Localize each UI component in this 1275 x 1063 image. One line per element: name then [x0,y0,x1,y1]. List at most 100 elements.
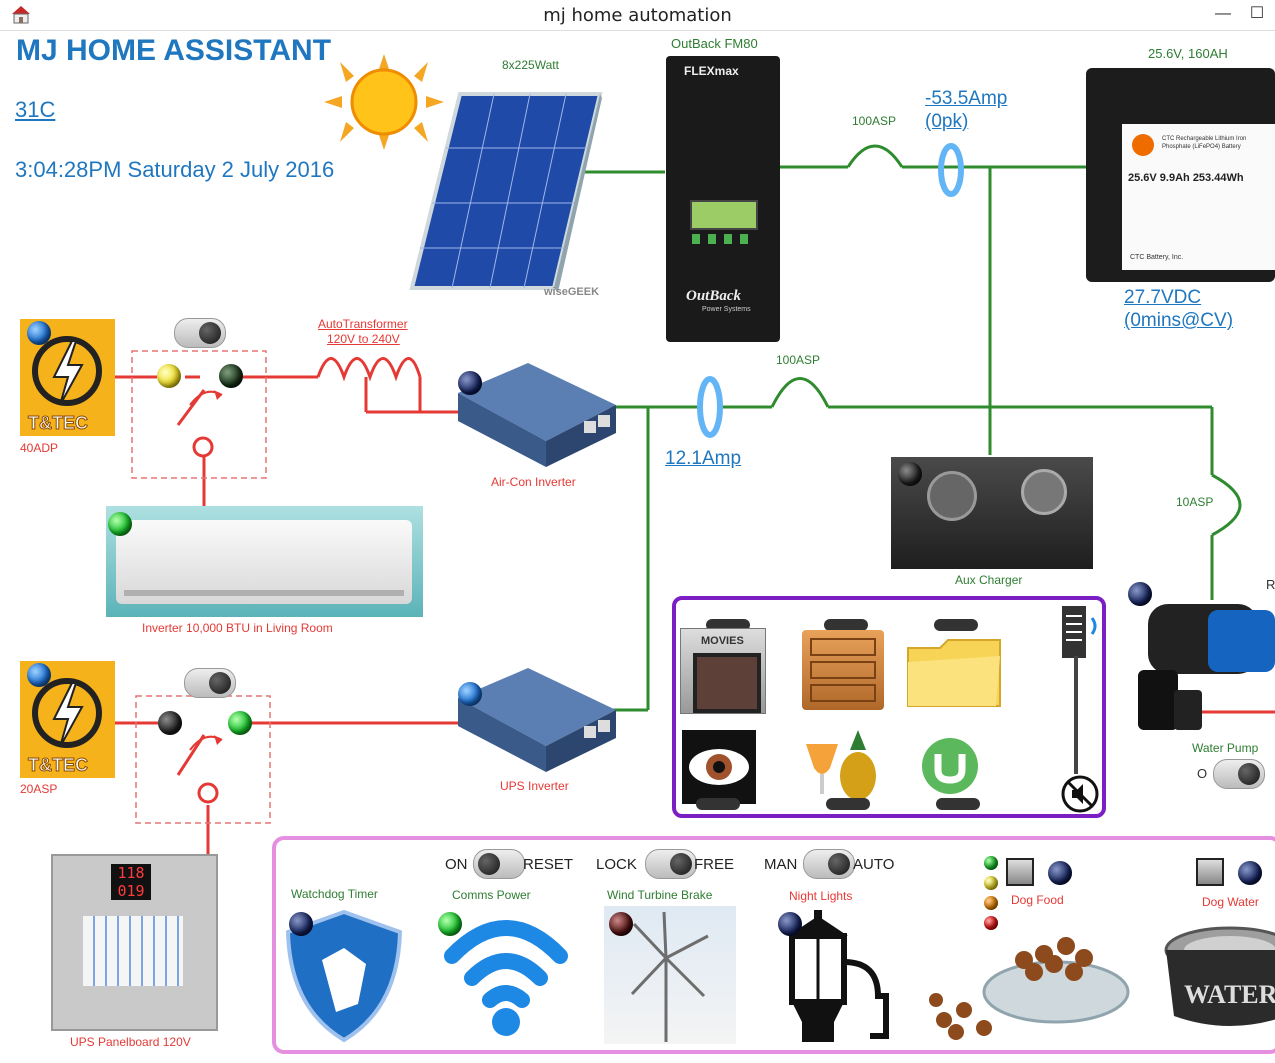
ups-panelboard-image: 118 019 [51,854,218,1031]
cabinet-drawer-1 [810,638,876,656]
eye-button[interactable] [696,798,740,810]
battery-sticker-maker: CTC Battery, Inc. [1130,254,1184,261]
battery-cv-link[interactable]: (0mins@CV) [1124,310,1234,331]
movies-icon[interactable]: MOVIES [680,628,766,714]
folder-button[interactable] [934,619,978,631]
main-current-link[interactable]: -53.5Amp [925,88,1008,109]
dog-food-button[interactable] [1006,858,1034,886]
dog-food-bowl-icon [924,910,1154,1049]
wind-switch-right: FREE [694,856,735,873]
aircon-breaker-label: 40ADP [20,441,59,455]
lights-label: Night Lights [789,889,853,903]
mute-icon[interactable] [1060,774,1100,819]
window-title: mj home automation [543,5,732,26]
main-peak-link[interactable]: (0pk) [925,111,969,132]
aux-charger-fan2 [1021,469,1067,515]
ups-inverter-status-led [458,682,482,706]
folder-icon[interactable] [904,636,1004,713]
controls-panel [272,836,1275,1054]
minimize-button[interactable]: — [1215,5,1231,22]
ups-grid-led [158,711,182,735]
water-pump-image [1128,580,1275,740]
shield-icon [282,908,406,1044]
dog-water-bowl-text: WATER [1184,980,1275,1009]
cocktail-icon[interactable] [800,724,880,809]
food-level-yellow-led [984,876,998,890]
battery-label: 25.6V, 160AH [1148,46,1228,61]
aux-charger-led [898,462,922,486]
battery-sticker-line2: Phosphate (LiFePO4) Battery [1162,144,1241,150]
signal-icon [1062,606,1102,671]
eye-icon[interactable] [682,730,756,804]
aux-charger-image [891,457,1093,569]
aux-charger-fan [927,471,977,521]
volume-slider-track[interactable] [1074,656,1078,774]
ac-current-link[interactable]: 12.1Amp [665,448,742,469]
pump-cut-label: R [1266,577,1275,592]
file-cabinet-icon[interactable] [802,630,884,710]
pump-breaker-label: 10ASP [1176,495,1214,509]
lights-switch-left: MAN [764,856,798,873]
food-level-green-led [984,856,998,870]
ups-inverter-led [228,711,252,735]
app-icon [10,4,32,24]
files-button[interactable] [824,619,868,631]
aux-charger-label: Aux Charger [955,573,1023,587]
sun-icon [322,52,446,157]
ups-panelboard-label: UPS Panelboard 120V [70,1035,191,1049]
maximize-button[interactable]: ☐ [1249,5,1265,22]
app-title: MJ HOME ASSISTANT [16,34,332,67]
cabinet-drawer-3 [810,684,876,702]
comms-power-toggle[interactable] [473,849,525,879]
wind-switch-left: LOCK [596,856,637,873]
main-breaker-label: 100ASP [852,114,897,128]
battery-voltage-link[interactable]: 27.7VDC [1124,287,1202,308]
temperature-link[interactable]: 31C [15,97,56,122]
solar-panel-image: wiseGEEK [404,88,604,300]
movies-icon-label: MOVIES [701,635,744,647]
ups-breaker-row [83,916,183,986]
datetime-label: 3:04:28PM Saturday 2 July 2016 [15,157,335,182]
ups-display-bottom: 019 [111,882,151,900]
ups-breaker-label: 20ASP [20,782,58,796]
window-titlebar: mj home automation — ☐ [0,0,1275,31]
water-pump-toggle[interactable] [1213,759,1265,789]
solar-panel-label: 8x225Watt [502,58,559,72]
watchdog-led [289,912,313,936]
wind-brake-toggle[interactable] [645,849,697,879]
comms-label: Comms Power [452,888,531,902]
aircon-vent [124,590,404,596]
aircon-breaker-toggle[interactable] [174,318,226,348]
utorrent-button[interactable] [936,798,980,810]
aircon-grid-led [157,364,181,388]
battery-image: CTC Rechargeable Lithium Iron Phosphate … [1086,68,1275,282]
utorrent-icon[interactable] [918,736,988,801]
controller-maker: OutBack [686,288,742,304]
dog-food-label: Dog Food [1011,893,1064,907]
dog-food-led [1048,861,1072,885]
aircon-unit-led [108,512,132,536]
dog-water-button[interactable] [1196,858,1224,886]
autotransformer-label: AutoTransformer [318,317,408,331]
aircon-inverter-led [219,364,243,388]
wifi-icon [434,904,578,1049]
cocktail-button[interactable] [826,798,870,810]
aircon-inverter-status-led [458,371,482,395]
ups-display-top: 118 [111,864,151,882]
controller-keypad [692,234,754,244]
ups-ttec-status-led [27,663,51,687]
comms-switch-left: ON [445,856,468,873]
comms-led [438,912,462,936]
battery-sticker: CTC Rechargeable Lithium Iron Phosphate … [1122,124,1275,270]
comms-switch-right: RESET [523,856,574,873]
water-pump-switch-left: O [1197,766,1208,781]
aircon-inverter-image [448,363,618,471]
watchdog-label: Watchdog Timer [291,887,378,901]
controller-brand: FLEXmax [684,64,739,78]
night-lights-toggle[interactable] [803,849,855,879]
cabinet-drawer-2 [810,661,876,679]
ups-breaker-toggle[interactable] [184,668,236,698]
ups-inverter-label: UPS Inverter [500,779,569,793]
aircon-unit-image [106,506,423,617]
